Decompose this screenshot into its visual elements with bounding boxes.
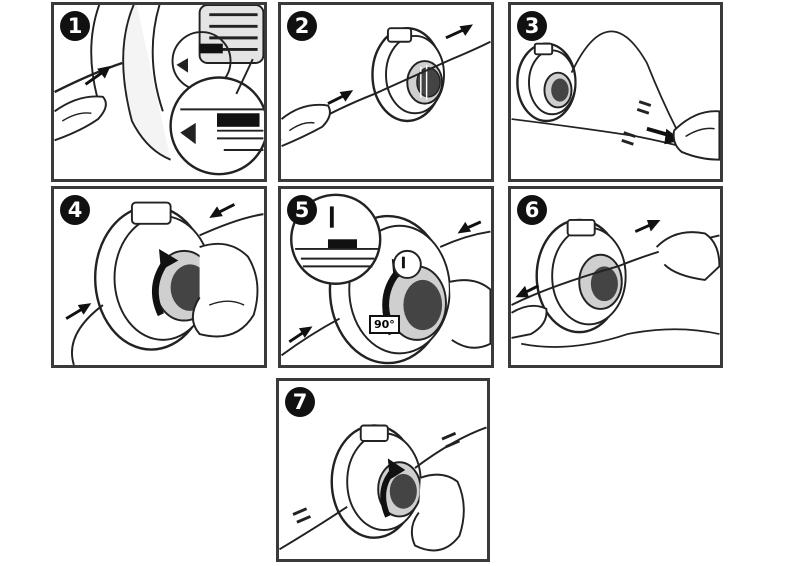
- step-7-illustration: [279, 424, 487, 552]
- step-3-illustration: [511, 30, 720, 161]
- step-5-panel: 5 90°: [278, 186, 494, 368]
- step-4-number: 4: [60, 195, 90, 225]
- step-7-number: 7: [285, 387, 315, 417]
- step-6-illustration: [511, 218, 720, 348]
- step-5-number: 5: [287, 195, 317, 225]
- step-6-panel: 6: [508, 186, 723, 368]
- step-1-panel: 1: [51, 2, 267, 182]
- step-7-panel: 7: [276, 378, 490, 562]
- step-1-number: 1: [60, 11, 90, 41]
- step-3-number: 3: [517, 11, 547, 41]
- step-3-panel: 3: [508, 2, 723, 182]
- step-4-panel: 4: [51, 186, 267, 368]
- step-2-illustration: [281, 24, 491, 148]
- step-2-panel: 2: [278, 2, 494, 182]
- step-1-illustration: [54, 5, 264, 176]
- rotation-90-degree-label: 90°: [369, 315, 400, 334]
- step-4-illustration: [65, 201, 264, 365]
- step-6-number: 6: [517, 195, 547, 225]
- step-2-number: 2: [287, 11, 317, 41]
